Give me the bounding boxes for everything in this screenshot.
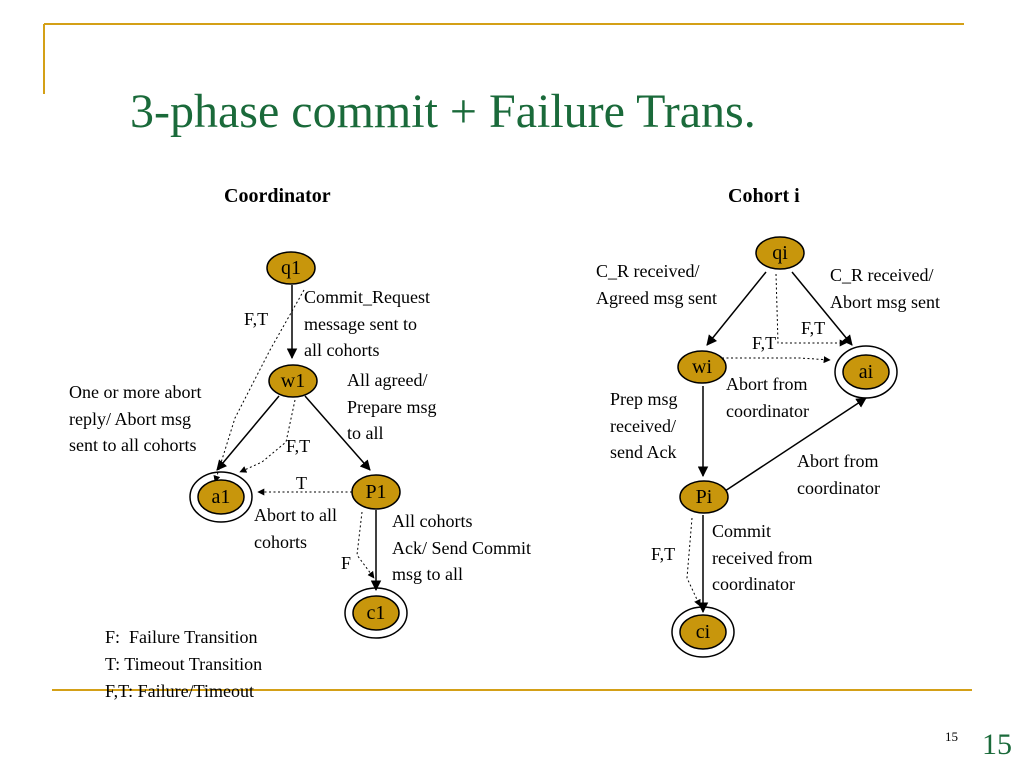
state-qi: qi	[755, 236, 805, 270]
state-ci: ci	[670, 605, 736, 659]
label-cr-agreed: C_R received/ Agreed msg sent	[596, 261, 717, 308]
label-cr-abort: C_R received/ Abort msg sent	[830, 265, 940, 312]
label-ft-wi: F,T	[752, 333, 777, 353]
state-wi-label: wi	[692, 356, 712, 378]
label-ft-w1: F,T	[286, 436, 311, 456]
slide-title: 3-phase commit + Failure Trans.	[130, 85, 756, 138]
label-all-cohorts-ack: All cohorts Ack/ Send Commit msg to all	[392, 511, 531, 584]
state-p1: P1	[351, 474, 401, 510]
label-t-p1: T	[296, 473, 307, 493]
state-q1: q1	[266, 251, 316, 285]
legend-failure: F: Failure Transition	[105, 627, 258, 647]
slide-number: 15	[982, 728, 1012, 761]
dotted-p1-c1	[356, 511, 375, 579]
state-a1-label: a1	[211, 486, 231, 508]
dotted-wi-ai	[722, 356, 831, 364]
label-prep-msg: Prep msg received/ send Ack	[610, 389, 678, 462]
arrow-w1-a1	[216, 395, 280, 471]
state-qi-label: qi	[772, 242, 788, 264]
label-abort-to-all: Abort to all cohorts	[254, 505, 337, 552]
label-ft-q1: F,T	[244, 309, 269, 329]
state-q1-label: q1	[281, 257, 301, 279]
state-w1-label: w1	[280, 370, 306, 392]
state-c1: c1	[343, 586, 409, 640]
dotted-qi-ai	[775, 273, 847, 347]
state-p1-label: P1	[365, 481, 387, 503]
arrow-w1-p1	[304, 395, 371, 471]
label-ft-qi: F,T	[801, 318, 826, 338]
arrow-qi-ai	[791, 271, 853, 346]
state-wi: wi	[677, 350, 727, 384]
label-abort-reply: One or more abort reply/ Abort msg sent …	[69, 382, 202, 455]
cohort-heading: Cohort i	[728, 185, 800, 207]
page-number: 15	[945, 729, 958, 744]
label-ft-pi: F,T	[651, 544, 676, 564]
dotted-pi-ci	[686, 517, 701, 607]
state-w1: w1	[268, 364, 318, 398]
arrow-qi-wi	[706, 271, 767, 346]
state-c1-label: c1	[366, 602, 386, 624]
label-f-p1: F	[341, 553, 352, 573]
state-a1: a1	[188, 470, 254, 524]
arrow-pi-ai	[721, 397, 867, 494]
legend-failure-timeout: F,T: Failure/Timeout	[105, 681, 255, 701]
coordinator-heading: Coordinator	[224, 185, 331, 207]
label-all-agreed: All agreed/ Prepare msg to all	[347, 370, 437, 443]
legend-timeout: T: Timeout Transition	[105, 654, 263, 674]
label-abort-from-coord-wi: Abort from coordinator	[726, 374, 809, 421]
state-ai-label: ai	[858, 361, 874, 383]
state-pi-label: Pi	[695, 486, 713, 508]
label-commit-request: Commit_Request message sent to all cohor…	[304, 287, 430, 360]
state-pi: Pi	[679, 480, 729, 514]
label-commit-received: Commit received from coordinator	[712, 521, 813, 594]
label-abort-from-coord-pi: Abort from coordinator	[797, 451, 880, 498]
state-ai: ai	[833, 344, 899, 400]
state-ci-label: ci	[695, 621, 711, 643]
dotted-w1-a1	[239, 399, 296, 473]
